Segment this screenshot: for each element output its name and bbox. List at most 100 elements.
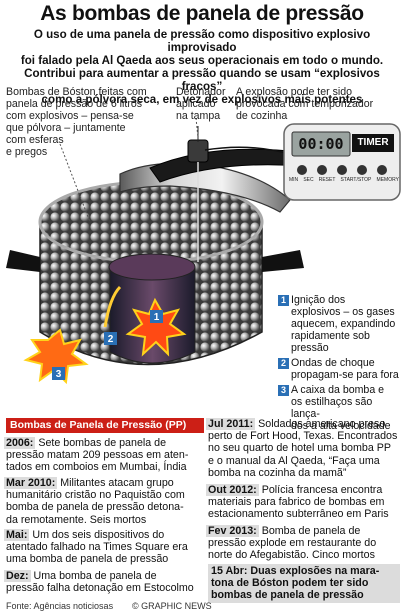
callout-line: Bombas de Bóston feitas com <box>6 86 147 98</box>
timer-brand: TIMER <box>357 137 389 148</box>
callout-line: de cozinha <box>236 110 288 122</box>
legend-item: 1 Ignição dos explosivos – os gases aque… <box>278 294 402 354</box>
timeline-heading: Bombas de Panela de Pressão (PP) <box>6 418 204 433</box>
pressure-cooker-illustration: 1 2 3 00:00 TIMER MIN SEC RESET START/ST… <box>0 82 404 410</box>
entry-text: da remotamente. Seis mortos <box>6 513 147 526</box>
entry-date: Mai: <box>4 529 30 541</box>
intro-line: O uso de uma panela de pressão como disp… <box>33 28 371 54</box>
brand-credit: © GRAPHIC NEWS <box>132 601 212 611</box>
callout-line: que pólvora – juntamente <box>6 122 126 134</box>
timer-btn-label: RESET <box>318 177 336 183</box>
callout-line: e pregos <box>6 146 48 158</box>
pot-handle-left <box>6 250 40 272</box>
entry-text: humanitário cristão no Paquistão com <box>6 489 185 502</box>
entry-text: pressão explode em restaurante do <box>208 537 377 550</box>
entry-date: Jul 2011: <box>206 418 256 430</box>
entry-text: bomba na cozinha da mamã” <box>208 466 347 479</box>
entry-date: Fev 2013: <box>206 525 259 537</box>
timer-buttons: MIN SEC RESET START/STOP MEMORY <box>289 177 399 183</box>
timeline-entry: 2006: Sete bombas de panela de pressão m… <box>4 437 204 474</box>
entry-text: bomba de panela de pressão detona- <box>6 501 184 514</box>
entry-text: Polícia francesa encontra <box>258 484 383 496</box>
cooker-svg: 1 2 3 <box>6 117 401 385</box>
entry-text: uma bomba de panela de pressão <box>6 553 169 566</box>
entry-text: Bomba de panela de <box>258 525 361 537</box>
legend-item: 2 Ondas de choque propagam-se para fora <box>278 357 402 381</box>
entry-date: 2006: <box>4 437 36 449</box>
entry-text: Sete bombas de panela de <box>35 437 167 449</box>
ignition-burst <box>125 297 187 357</box>
entry-text: Militantes atacam grupo <box>57 477 174 489</box>
legend-line: aquecem, expandindo <box>291 318 396 330</box>
entry-date: Out 2012: <box>206 484 259 496</box>
callout-line: provocada com temporizador <box>236 98 374 110</box>
entry-date: Mar 2010: <box>4 477 58 489</box>
shock-wave <box>103 285 122 328</box>
timeline-entry: Jul 2011: Soldados americano preso perto… <box>206 418 400 479</box>
entry-text: atentado falhado na Times Square era <box>6 541 188 554</box>
entry-text: pressão matam 209 pessoas em aten- <box>6 449 189 462</box>
intro-line: como a pólvora seca, em vez de explosivo… <box>41 93 363 106</box>
timeline-entry-highlight: 15 Abr: Duas explosões na mara- tona de … <box>208 564 400 603</box>
entry-text: norte do Afegabistão. Cinco mortos <box>208 549 375 562</box>
entry-text: tados em comboios em Mumbai, Índia <box>6 461 187 474</box>
timeline-entry: Mar 2010: Militantes atacam grupo humani… <box>4 477 204 526</box>
entry-text: no seu quarto de hotel uma bomba PP <box>208 442 391 455</box>
detonator <box>187 139 209 163</box>
timer-btn-label: START/STOP <box>340 177 372 183</box>
entry-date: Dez: <box>4 570 31 582</box>
legend-line: os estilhaços são lança- <box>291 396 373 420</box>
svg-text:1: 1 <box>154 312 160 323</box>
timer-display: 00:00 <box>298 135 344 153</box>
entry-text: tona de Bóston podem ter sido <box>211 577 369 590</box>
timer-btn-label: MEMORY <box>376 177 399 183</box>
callout-line: com explosivos – pensa-se <box>6 110 134 122</box>
timeline-entry: Fev 2013: Bomba de panela de pressão exp… <box>206 525 400 562</box>
timeline-entry: Mai: Um dos seis dispositivos do atentad… <box>4 529 204 566</box>
timer-btn-label: SEC <box>303 177 314 183</box>
explosion-legend: 1 Ignição dos explosivos – os gases aque… <box>278 294 402 435</box>
legend-line: A caixa da bomba e <box>291 384 385 396</box>
legend-number: 2 <box>278 358 289 369</box>
timeline-entry: Out 2012: Polícia francesa encontra mate… <box>206 484 400 521</box>
legend-line: rapidamente sob pressão <box>291 330 370 354</box>
entry-text: perto de Fort Hood, Texas. Encontrados <box>208 430 398 443</box>
entry-text: Um dos seis dispositivos do <box>29 529 165 541</box>
legend-item: 3 A caixa da bomba e os estilhaços são l… <box>278 384 402 432</box>
entry-text: e o manual da Al Qaeda, “Faça uma <box>208 454 380 467</box>
legend-line: dos a alta velocidade <box>291 420 391 432</box>
legend-number: 3 <box>278 385 289 396</box>
entry-text: Soldados americano preso <box>255 418 386 430</box>
legend-line: Ignição dos <box>291 294 346 306</box>
entry-text: pressão falha detonação em Estocolmo <box>6 582 194 595</box>
callout-bombs: Bombas de Bóston feitas com panela de pr… <box>6 86 162 158</box>
entry-text: Uma bomba de panela de <box>30 570 157 582</box>
callout-detonator: Detonador aplicado na tampa <box>176 86 240 122</box>
legend-number: 1 <box>278 295 289 306</box>
intro-text: O uso de uma panela de pressão como disp… <box>6 28 398 106</box>
intro-line: foi falado pela Al Qaeda aos seus operac… <box>20 54 384 67</box>
source-credit: Fonte: Agências noticiosas <box>6 601 114 611</box>
page-title: As bombas de panela de pressão <box>40 2 364 25</box>
shrapnel-burst <box>23 328 89 385</box>
legend-line: propagam-se para fora <box>291 369 399 381</box>
svg-text:3: 3 <box>56 369 62 380</box>
callout-line: aplicado <box>176 98 216 110</box>
legend-line: Ondas de choque <box>291 357 375 369</box>
legend-line: explosivos – os gases <box>291 306 395 318</box>
callout-line: Detonador <box>176 86 226 98</box>
callout-line: com esferas <box>6 134 64 146</box>
timeline-entry: Dez: Uma bomba de panela de pressão falh… <box>4 570 204 595</box>
timer-btn-label: MIN <box>289 177 299 183</box>
callout-line: panela de pressão de 6 litros <box>6 98 143 110</box>
kitchen-timer <box>283 123 401 201</box>
entry-text: bombas de panela de pressão <box>211 589 364 602</box>
callout-line: A explosão pode ter sido <box>236 86 353 98</box>
entry-text: materiais para fabrico de bombas em <box>208 496 385 509</box>
callout-timer: A explosão pode ter sido provocada com t… <box>236 86 401 122</box>
pot-handle-right <box>262 250 304 272</box>
svg-text:2: 2 <box>108 334 114 345</box>
entry-text: estacionamento subterrâneo em Paris <box>208 508 389 521</box>
entry-text: 15 Abr: Duas explosões na mara- <box>211 565 380 577</box>
callout-line: na tampa <box>176 110 221 122</box>
